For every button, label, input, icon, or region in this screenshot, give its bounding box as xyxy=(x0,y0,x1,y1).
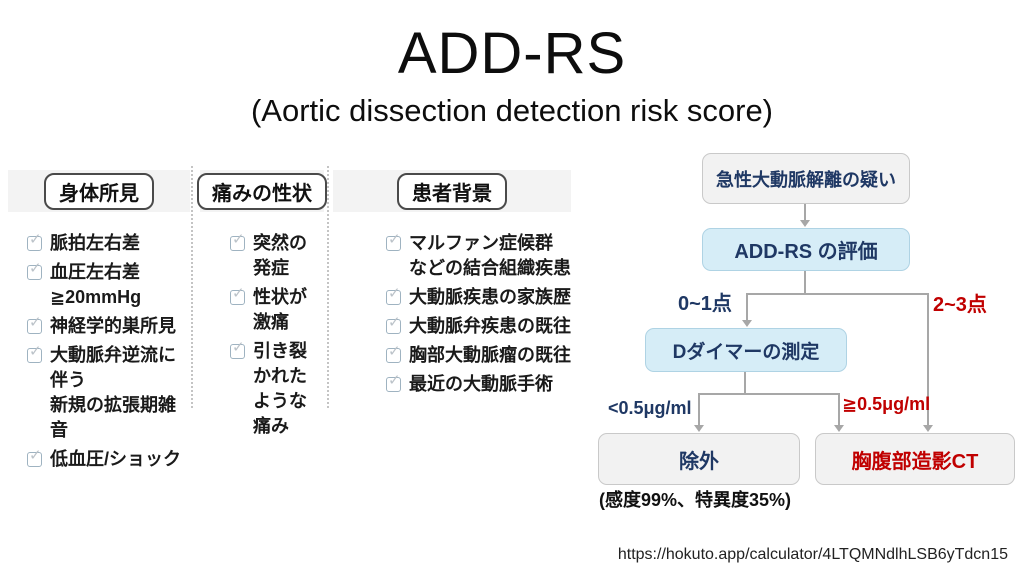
check-item: 大動脈弁疾患の既往 xyxy=(386,313,571,339)
check-item-label: マルファン症候群 などの結合組織疾患 xyxy=(409,233,571,278)
flow-line xyxy=(746,293,929,295)
checkbox-icon xyxy=(27,259,42,280)
column-divider xyxy=(191,166,193,408)
check-item-list: マルファン症候群 などの結合組織疾患 大動脈疾患の家族歴 大動脈弁疾患の既往 胸… xyxy=(333,230,571,397)
column-divider xyxy=(327,166,329,408)
check-item: 性状が激痛 xyxy=(230,284,324,335)
check-item-label: 大動脈弁逆流に伴う 新規の拡張期雑音 xyxy=(50,345,176,440)
flow-line xyxy=(838,393,840,426)
footer-url: https://hokuto.app/calculator/4LTQMNdlhL… xyxy=(617,546,1008,563)
arrow-down-icon xyxy=(694,425,704,432)
branch-label-low-score: 0~1点 xyxy=(678,293,732,315)
check-item-label: 胸部大動脈瘤の既往 xyxy=(409,345,571,365)
check-item: 最近の大動脈手術 xyxy=(386,371,571,397)
flow-node-ruleout: 除外 xyxy=(598,433,800,485)
checkbox-icon xyxy=(27,313,42,334)
arrow-down-icon xyxy=(834,425,844,432)
branch-label-high-score: 2~3点 xyxy=(933,294,987,316)
check-item-label: 突然の発症 xyxy=(253,233,307,278)
checkbox-icon xyxy=(386,371,401,392)
column-header: 痛みの性状 xyxy=(197,172,327,210)
flow-line xyxy=(804,202,806,221)
column-header-band: 患者背景 xyxy=(333,170,571,212)
page-subtitle: (Aortic dissection detection risk score) xyxy=(250,93,774,128)
check-item-label: 大動脈疾患の家族歴 xyxy=(409,287,571,307)
checkbox-icon xyxy=(27,446,42,467)
check-item: 血圧左右差≧20mmHg xyxy=(27,259,190,310)
check-item-label: 脈拍左右差 xyxy=(50,233,140,253)
check-item: 神経学的巣所見 xyxy=(27,313,190,339)
checkbox-icon xyxy=(386,313,401,334)
checkbox-icon xyxy=(386,230,401,251)
check-item: 引き裂かれた ような痛み xyxy=(230,338,324,439)
check-item-list: 脈拍左右差 血圧左右差≧20mmHg 神経学的巣所見 大動脈弁逆流に伴う 新規の… xyxy=(8,230,190,472)
column-header: 患者背景 xyxy=(397,172,507,210)
flow-node-suspicion: 急性大動脈解離の疑い xyxy=(702,153,910,204)
branch-label-ddimer-low: <0.5μg/ml xyxy=(608,398,692,418)
checkbox-icon xyxy=(230,230,245,251)
arrow-down-icon xyxy=(800,220,810,227)
check-item: 突然の発症 xyxy=(230,230,324,281)
flow-line xyxy=(804,269,806,294)
check-item-label: 引き裂かれた ような痛み xyxy=(253,341,307,436)
check-item-label: 性状が激痛 xyxy=(253,287,307,332)
column-header: 身体所見 xyxy=(44,172,154,210)
check-item: 低血圧/ショック xyxy=(27,446,190,472)
arrow-down-icon xyxy=(923,425,933,432)
checkbox-icon xyxy=(27,230,42,251)
check-item-label: 神経学的巣所見 xyxy=(50,316,176,336)
check-item-list: 突然の発症 性状が激痛 引き裂かれた ような痛み xyxy=(200,230,324,439)
flow-node-addrs-evaluation: ADD-RS の評価 xyxy=(702,228,910,271)
column-header-band: 身体所見 xyxy=(8,170,190,212)
arrow-down-icon xyxy=(742,320,752,327)
flow-line xyxy=(698,393,840,395)
check-item-label: 最近の大動脈手術 xyxy=(409,374,553,394)
flow-node-ddimer: Dダイマーの測定 xyxy=(645,328,847,372)
checkbox-icon xyxy=(230,338,245,359)
sensitivity-caption: (感度99%、特異度35%) xyxy=(599,490,792,510)
check-item: 大動脈弁逆流に伴う 新規の拡張期雑音 xyxy=(27,342,190,443)
checkbox-icon xyxy=(230,284,245,305)
checklist-column-pain: 痛みの性状 突然の発症 性状が激痛 引き裂かれた ような痛み xyxy=(197,170,327,443)
page-title: ADD-RS xyxy=(397,21,627,86)
flow-line xyxy=(698,393,700,426)
column-header-band: 痛みの性状 xyxy=(197,170,327,212)
check-item: マルファン症候群 などの結合組織疾患 xyxy=(386,230,571,281)
checklist-column-background: 患者背景 マルファン症候群 などの結合組織疾患 大動脈疾患の家族歴 大動脈弁疾患… xyxy=(333,170,571,401)
flow-line xyxy=(744,370,746,394)
checkbox-icon xyxy=(386,284,401,305)
check-item-label: 大動脈弁疾患の既往 xyxy=(409,316,571,336)
flow-node-ct: 胸腹部造影CT xyxy=(815,433,1015,485)
checkbox-icon xyxy=(386,342,401,363)
check-item: 胸部大動脈瘤の既往 xyxy=(386,342,571,368)
flow-line xyxy=(927,293,929,426)
checkbox-icon xyxy=(27,342,42,363)
flow-line xyxy=(746,293,748,321)
check-item: 脈拍左右差 xyxy=(27,230,190,256)
check-item: 大動脈疾患の家族歴 xyxy=(386,284,571,310)
branch-label-ddimer-high: ≧0.5μg/ml xyxy=(842,394,931,414)
check-item-label: 低血圧/ショック xyxy=(50,449,182,469)
checklist-column-physical: 身体所見 脈拍左右差 血圧左右差≧20mmHg 神経学的巣所見 大動脈弁逆流に伴… xyxy=(8,170,190,476)
check-item-label: 血圧左右差≧20mmHg xyxy=(50,262,142,307)
